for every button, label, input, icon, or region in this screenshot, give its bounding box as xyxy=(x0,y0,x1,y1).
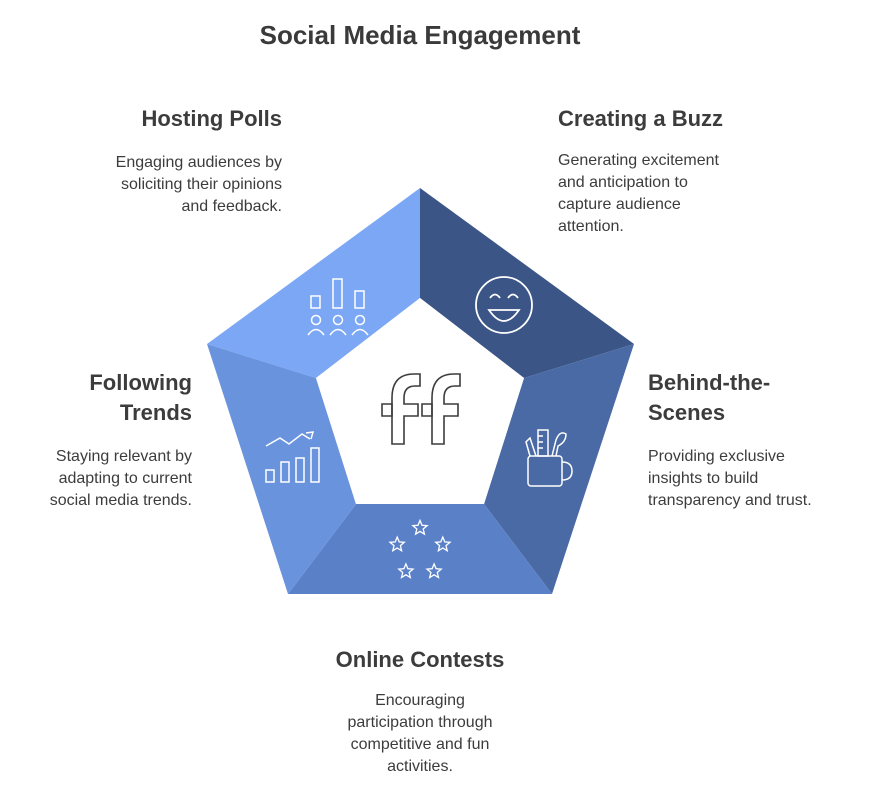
segment-creating-buzz xyxy=(420,188,634,378)
desc-line: and anticipation to xyxy=(558,174,688,191)
desc-line: Generating excitement xyxy=(558,152,719,169)
desc-creating-buzz: Generating excitement and anticipation t… xyxy=(558,150,798,238)
segment-behind-the-scenes xyxy=(484,344,634,594)
heading-line: Scenes xyxy=(648,400,726,425)
desc-hosting-polls: Engaging audiences by soliciting their o… xyxy=(40,152,282,218)
desc-line: Staying relevant by xyxy=(55,448,192,465)
desc-line: transparency and trust. xyxy=(648,492,812,509)
desc-line: competitive and fun xyxy=(350,736,490,753)
desc-line: Engaging audiences by xyxy=(115,154,282,171)
heading-creating-buzz: Creating a Buzz xyxy=(558,106,724,131)
heading-online-contests: Online Contests xyxy=(335,647,505,672)
smiley-face-icon xyxy=(475,276,533,334)
heading-line: Behind-the- xyxy=(648,370,771,395)
stars-circle-icon xyxy=(388,518,452,579)
desc-line: insights to build xyxy=(648,470,759,487)
star-icon xyxy=(388,535,406,553)
heading-hosting-polls: Hosting Polls xyxy=(141,106,282,131)
diagram-title: Social Media Engagement xyxy=(259,20,581,50)
desc-line: and feedback. xyxy=(181,198,282,215)
desc-line: social media trends. xyxy=(49,492,192,509)
heading-line: Trends xyxy=(119,400,192,425)
desc-line: Providing exclusive xyxy=(648,448,785,465)
center-pentagon xyxy=(316,298,524,504)
desc-line: adapting to current xyxy=(58,470,192,487)
desc-line: attention. xyxy=(558,218,624,235)
heading-following-trends: Following Trends xyxy=(20,368,192,428)
segment-hosting-polls xyxy=(207,188,420,378)
pencil-cup-icon xyxy=(525,429,573,487)
desc-line: Encouraging xyxy=(375,692,465,709)
desc-behind-the-scenes: Providing exclusive insights to build tr… xyxy=(648,446,863,512)
segment-online-contests xyxy=(288,504,552,594)
desc-line: soliciting their opinions xyxy=(121,176,282,193)
heading-line: Following xyxy=(89,370,192,395)
star-icon xyxy=(411,518,429,536)
desc-online-contests: Encouraging participation through compet… xyxy=(300,690,540,778)
star-icon xyxy=(397,562,415,579)
desc-following-trends: Staying relevant by adapting to current … xyxy=(10,446,192,512)
desc-line: capture audience xyxy=(558,196,681,213)
trend-bar-chart-icon xyxy=(265,431,320,483)
desc-line: activities. xyxy=(387,758,453,775)
desc-line: participation through xyxy=(347,714,493,731)
ff-logo-icon xyxy=(381,373,461,445)
star-icon xyxy=(425,562,443,579)
heading-behind-the-scenes: Behind-the- Scenes xyxy=(648,368,848,428)
poll-chart-people-icon xyxy=(307,278,369,336)
star-icon xyxy=(434,535,452,553)
